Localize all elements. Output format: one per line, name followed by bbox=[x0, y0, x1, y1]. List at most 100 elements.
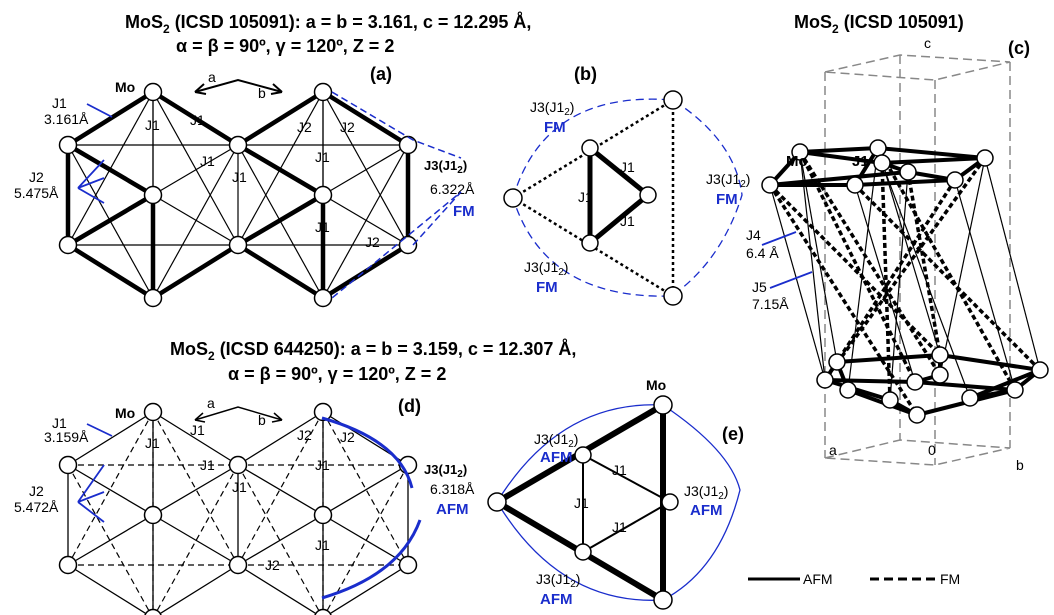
blue-solid-j3 bbox=[321, 416, 422, 600]
mo-atom bbox=[503, 188, 523, 208]
mo-atom bbox=[313, 288, 333, 308]
right-title: MoS2 (ICSD 105091) bbox=[794, 12, 964, 36]
mo-atom bbox=[314, 608, 332, 615]
mo-atom bbox=[58, 135, 78, 155]
j1-edge bbox=[237, 464, 324, 516]
j1-thin-triangle bbox=[582, 453, 673, 554]
mo-atom bbox=[839, 381, 857, 399]
mo-atom bbox=[143, 185, 163, 205]
j4-edge bbox=[984, 157, 1041, 371]
j3-label-right: J3(J12) bbox=[684, 483, 728, 502]
j5-edge bbox=[768, 183, 942, 357]
mo-atom bbox=[931, 346, 949, 364]
j4-edge bbox=[954, 179, 1016, 391]
mo-atom bbox=[1031, 361, 1049, 379]
panel-label-b: (b) bbox=[574, 64, 597, 84]
j1-edge bbox=[969, 368, 1041, 400]
panel-label-e: (e) bbox=[722, 424, 744, 444]
mo-atom bbox=[58, 555, 78, 575]
j2-edge bbox=[152, 91, 239, 246]
mo-atom bbox=[1006, 381, 1024, 399]
j1-edge bbox=[854, 178, 956, 187]
mo-atom bbox=[398, 135, 418, 155]
legend: AFM FM bbox=[748, 571, 960, 587]
panel-e-triangles: Mo J3(J12) AFM J3(J12) AFM J3(J12) AFM J… bbox=[487, 377, 741, 610]
j1-label: J1 bbox=[620, 159, 635, 175]
j1-distance: 3.159Å bbox=[44, 429, 89, 445]
j1-edge bbox=[236, 90, 325, 147]
axis-b-label: b bbox=[258, 412, 266, 428]
j4-edge bbox=[881, 162, 971, 399]
j3-distance: 6.322Å bbox=[430, 181, 475, 197]
mo-atom bbox=[791, 143, 809, 161]
j3-dotted-edge bbox=[512, 98, 674, 200]
mo-atom bbox=[581, 234, 599, 252]
j3-label-right: J3(J12) bbox=[706, 171, 750, 190]
j1-edge bbox=[322, 144, 409, 196]
mo-atom bbox=[581, 139, 599, 157]
mo-atom bbox=[639, 186, 657, 204]
mo-atom bbox=[313, 185, 333, 205]
mo-atom bbox=[313, 402, 333, 422]
mo-atom bbox=[143, 402, 163, 422]
mo-atom bbox=[976, 149, 994, 167]
panel-c-unit-cell: Mo J1 J4 6.4 Å J5 7.15Å a b c 0 bbox=[746, 35, 1049, 473]
j1-edge bbox=[151, 90, 240, 147]
axis-b-label: b bbox=[258, 85, 266, 101]
j1-label: J1 bbox=[612, 462, 627, 478]
j1-label: J1 bbox=[612, 519, 627, 535]
j2-edge bbox=[322, 91, 409, 246]
j2-edge bbox=[152, 144, 239, 299]
mo-atom bbox=[761, 176, 779, 194]
mo-atom bbox=[931, 366, 949, 384]
j1-label: J1 bbox=[852, 153, 869, 170]
mo-atom bbox=[228, 455, 248, 475]
j1-edge bbox=[769, 170, 909, 187]
mo-atom bbox=[313, 82, 333, 102]
j3-distance: 6.318Å bbox=[430, 481, 475, 497]
blue-dashed-loop bbox=[512, 98, 743, 297]
j1-label: J1 bbox=[145, 117, 160, 133]
mo-atom bbox=[574, 446, 592, 464]
j1-edge bbox=[67, 514, 154, 566]
j5-distance: 7.15Å bbox=[752, 296, 789, 312]
mo-atom bbox=[58, 235, 78, 255]
j3-label: J3(J12) bbox=[424, 462, 467, 480]
j1-label: J1 bbox=[190, 422, 205, 438]
axis-a-label: a bbox=[207, 395, 215, 411]
j4-edge bbox=[877, 147, 941, 356]
blue-pointer-lines bbox=[761, 231, 813, 289]
j1-label: J1 bbox=[315, 537, 330, 553]
mo-atom bbox=[228, 235, 248, 255]
j3-label-bottom: J3(J12) bbox=[536, 571, 580, 590]
j5-edge bbox=[906, 171, 942, 356]
afm-label-top: AFM bbox=[540, 449, 573, 466]
j1-solid-triangle bbox=[587, 142, 652, 249]
mo-atom bbox=[869, 139, 887, 157]
blue-solid-loop bbox=[496, 404, 741, 601]
j1-edge bbox=[237, 564, 320, 615]
j1-edge bbox=[326, 564, 409, 615]
j4-edge bbox=[847, 147, 879, 391]
j3-label-top: J3(J12) bbox=[530, 99, 574, 118]
j4-distance: 6.4 Å bbox=[746, 245, 779, 261]
j1-edge bbox=[66, 243, 155, 300]
mo-atom bbox=[846, 176, 864, 194]
mo-atom bbox=[487, 492, 507, 512]
j1-edge bbox=[322, 194, 409, 246]
unit-cell-box bbox=[824, 54, 1011, 466]
mo-atom bbox=[398, 235, 418, 255]
axis-b-label: b bbox=[1016, 457, 1024, 473]
mo-atom bbox=[899, 163, 917, 181]
top-title-line2: α = β = 90º, γ = 120º, Z = 2 bbox=[176, 36, 394, 56]
j1-edge bbox=[156, 564, 239, 615]
mo-atom bbox=[906, 373, 924, 391]
j1-label: J1 bbox=[574, 495, 589, 511]
j2-distance: 5.472Å bbox=[14, 499, 59, 515]
j2-distance: 5.475Å bbox=[14, 185, 59, 201]
j5-edge bbox=[798, 151, 917, 383]
j1-label: J1 bbox=[190, 112, 205, 128]
mo-atom bbox=[661, 493, 679, 511]
j3-dotted-edge bbox=[512, 196, 674, 298]
